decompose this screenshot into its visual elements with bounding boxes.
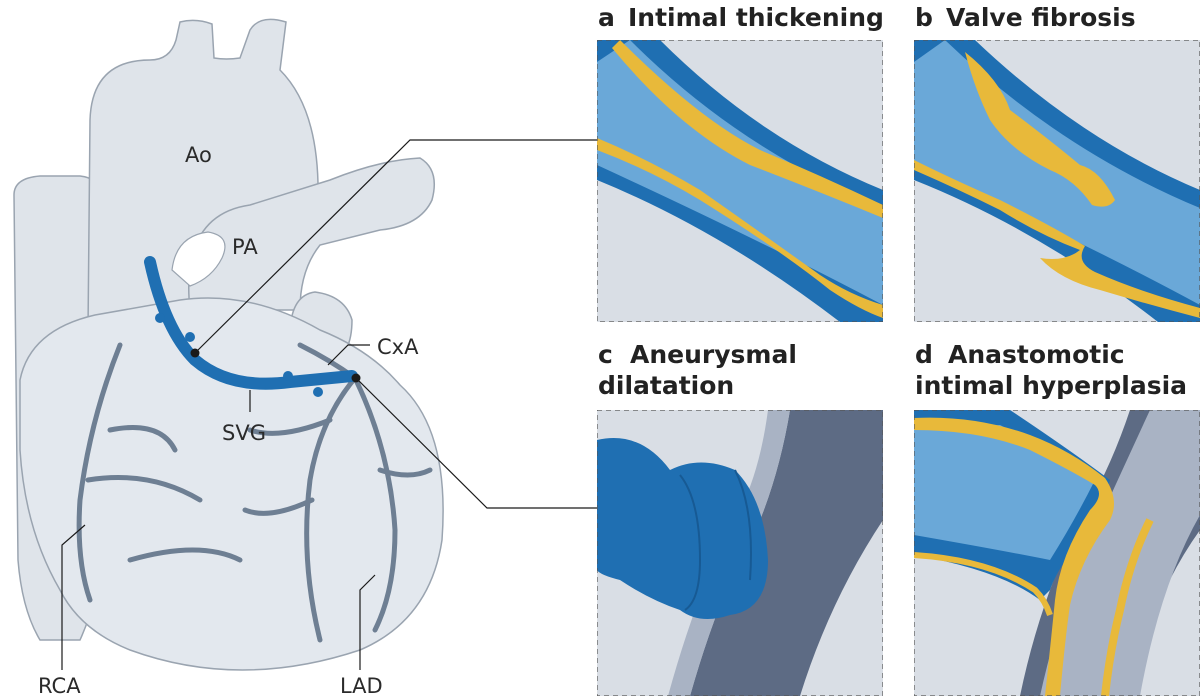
panel-b-valve-fibrosis xyxy=(914,40,1200,322)
leader-lines xyxy=(61,139,597,670)
label-rca: RCA xyxy=(38,674,81,696)
label-lad: LAD xyxy=(340,674,383,696)
label-svg: SVG xyxy=(222,421,266,445)
pulmonary-artery xyxy=(188,157,435,311)
panel-c-title-line1: Aneurysmal xyxy=(630,340,797,369)
label-ao: Ao xyxy=(185,143,212,167)
label-cxa: CxA xyxy=(377,335,419,359)
aorta-pa-gap xyxy=(171,231,226,287)
panel-d-title-line2: intimal hyperplasia xyxy=(915,371,1187,400)
panel-a-intimal-thickening xyxy=(597,40,883,322)
panel-d-letter: d xyxy=(915,340,933,369)
heart-body xyxy=(19,297,444,671)
panel-a-letter: a xyxy=(598,3,615,32)
panel-c-letter: c xyxy=(598,340,613,369)
label-pa: PA xyxy=(232,235,258,259)
heart-illustration xyxy=(13,18,444,671)
panel-c-aneurysmal-dilatation xyxy=(597,410,883,696)
panel-d-title-line1: Anastomotic xyxy=(948,340,1125,369)
coronary-arteries xyxy=(76,342,433,643)
panel-d-anastomotic-intimal-hyperplasia xyxy=(914,410,1200,696)
panel-a-title: Intimal thickening xyxy=(628,3,884,32)
panel-b-letter: b xyxy=(915,3,933,32)
panel-c-title-line2: dilatation xyxy=(598,371,734,400)
panel-b-title: Valve fibrosis xyxy=(946,3,1136,32)
